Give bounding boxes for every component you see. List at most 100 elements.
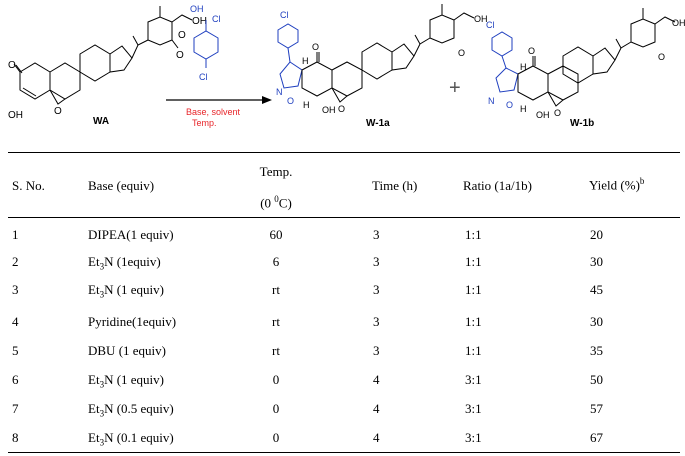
cell-time: 3 — [373, 343, 380, 358]
cell-base-pre: DBU (1 equiv) — [88, 343, 166, 358]
cell-yield: 57 — [590, 401, 603, 416]
product-w1a-labels: Cl N O H H O OH O O OH W-1a — [276, 10, 488, 129]
table-bottom-rule — [8, 452, 680, 453]
cell-ratio: 1:1 — [465, 314, 482, 329]
cell-base-pre: Et — [88, 401, 100, 416]
cell-yield: 67 — [590, 430, 603, 445]
header-time: Time (h) — [372, 178, 418, 193]
reagent-para-cl-label: Cl — [199, 72, 208, 82]
cell-temp: 6 — [272, 254, 280, 269]
conditions-line-1: Base, solvent — [186, 107, 241, 117]
product-w1a-structure — [277, 4, 475, 103]
w1b-oh-label: OH — [536, 110, 550, 120]
cell-yield: 50 — [590, 372, 603, 387]
w1b-epoxide-o: O — [554, 108, 561, 118]
cell-sno: 6 — [12, 372, 19, 387]
conditions-line-2: Temp. — [192, 118, 217, 128]
w1a-h-label-1: H — [302, 56, 309, 66]
cell-base: Et3N (1 equiv) — [88, 282, 164, 300]
header-yield: Yield (%)b — [589, 176, 644, 193]
cell-time: 4 — [373, 401, 380, 416]
cell-time: 3 — [373, 254, 380, 269]
w1a-epoxide-o: O — [338, 104, 345, 114]
cell-temp: 0 — [272, 372, 280, 387]
cell-ratio: 3:1 — [465, 401, 482, 416]
w1a-h-label-2: H — [303, 100, 310, 110]
cell-base: Pyridine(1equiv) — [88, 314, 176, 332]
cell-time: 3 — [373, 314, 380, 329]
cell-base-sub: 3 — [99, 289, 105, 300]
cell-time: 3 — [373, 282, 380, 297]
cell-base: Et3N (1equiv) — [88, 254, 161, 272]
reactant-wa-structure — [13, 6, 193, 105]
reagent-structure — [193, 20, 219, 68]
reaction-scheme: O OH O O O OH WA OH Cl Cl Base, solvent … — [8, 4, 685, 129]
cell-ratio: 1:1 — [465, 343, 482, 358]
cell-temp: 0 — [272, 401, 280, 416]
w1b-cl-label: Cl — [486, 20, 495, 30]
product-b-label: W-1b — [570, 118, 594, 129]
w1b-side-oh: OH — [672, 18, 685, 28]
cell-base-pre: Pyridine(1equiv) — [88, 314, 177, 329]
cell-base: DIPEA(1 equiv) — [88, 227, 174, 245]
cell-temp: rt — [272, 343, 280, 358]
plus-sign: + — [449, 77, 461, 99]
cell-ratio: 1:1 — [465, 227, 482, 242]
reagent-oh-label: OH — [190, 4, 204, 14]
w1b-o-label: O — [506, 100, 513, 110]
cell-temp: 0 — [272, 430, 280, 445]
w1a-ketone-o: O — [312, 42, 319, 52]
header-base: Base (equiv) — [88, 178, 155, 193]
cell-ratio: 1:1 — [465, 282, 482, 297]
cell-ratio: 1:1 — [465, 254, 482, 269]
cell-base-pre: Et — [88, 430, 100, 445]
header-ratio: Ratio (1a/1b) — [463, 178, 532, 193]
product-a-label: W-1a — [366, 118, 390, 129]
cell-ratio: 3:1 — [465, 372, 482, 387]
cell-sno: 1 — [12, 227, 19, 242]
ketone-o-label: O — [8, 60, 16, 71]
cell-sno: 3 — [12, 282, 19, 297]
side-oh-label: OH — [192, 16, 207, 27]
cell-base-pre: Et — [88, 254, 100, 269]
reactant-label: WA — [93, 116, 109, 127]
cell-base-post: N (0.1 equiv) — [104, 430, 174, 445]
cell-base-sub: 3 — [99, 408, 105, 419]
cell-yield: 30 — [590, 254, 603, 269]
product-w1b-structure — [491, 8, 676, 107]
cell-base-post: N (1equiv) — [104, 254, 161, 269]
cell-base: Et3N (0.5 equiv) — [88, 401, 174, 419]
reactant-wa-atom-labels: O OH O O O OH WA — [8, 16, 207, 127]
cell-time: 3 — [373, 227, 380, 242]
w1a-lactone-o: O — [458, 48, 465, 58]
cell-base-post: N (1 equiv) — [104, 372, 164, 387]
cell-temp: rt — [272, 314, 280, 329]
cell-base-pre: Et — [88, 372, 100, 387]
header-sno: S. No. — [12, 178, 45, 193]
header-yield-text: Yield (%) — [589, 177, 640, 193]
cell-base-pre: DIPEA(1 equiv) — [88, 227, 174, 242]
reaction-arrow — [166, 96, 272, 104]
cell-yield: 30 — [590, 314, 603, 329]
header-temp-sup: 0 — [274, 194, 279, 204]
header-yield-sup: b — [639, 176, 645, 186]
cell-sno: 8 — [12, 430, 19, 445]
header-temp-post: C) — [278, 195, 292, 211]
cell-base-sub: 3 — [99, 379, 105, 390]
lactone-o-label: O — [176, 50, 184, 61]
cell-base: Et3N (1 equiv) — [88, 372, 164, 390]
cell-base-sub: 3 — [99, 261, 105, 272]
cell-base-sub: 3 — [99, 437, 105, 448]
w1a-n-label: N — [276, 87, 283, 97]
w1b-ketone-o: O — [528, 46, 535, 56]
table-top-rule — [8, 152, 680, 153]
w1b-lactone-o: O — [658, 52, 665, 62]
cell-base: Et3N (0.1 equiv) — [88, 430, 174, 448]
w1b-h-label-1: H — [520, 62, 527, 72]
header-temp-pre: (0 — [260, 195, 275, 211]
w1a-o-label: O — [287, 96, 294, 106]
cell-time: 4 — [373, 372, 380, 387]
reagent-cl-label: Cl — [212, 14, 221, 24]
hydroxyl-label: OH — [8, 110, 23, 121]
epoxide-o-label: O — [54, 106, 62, 117]
